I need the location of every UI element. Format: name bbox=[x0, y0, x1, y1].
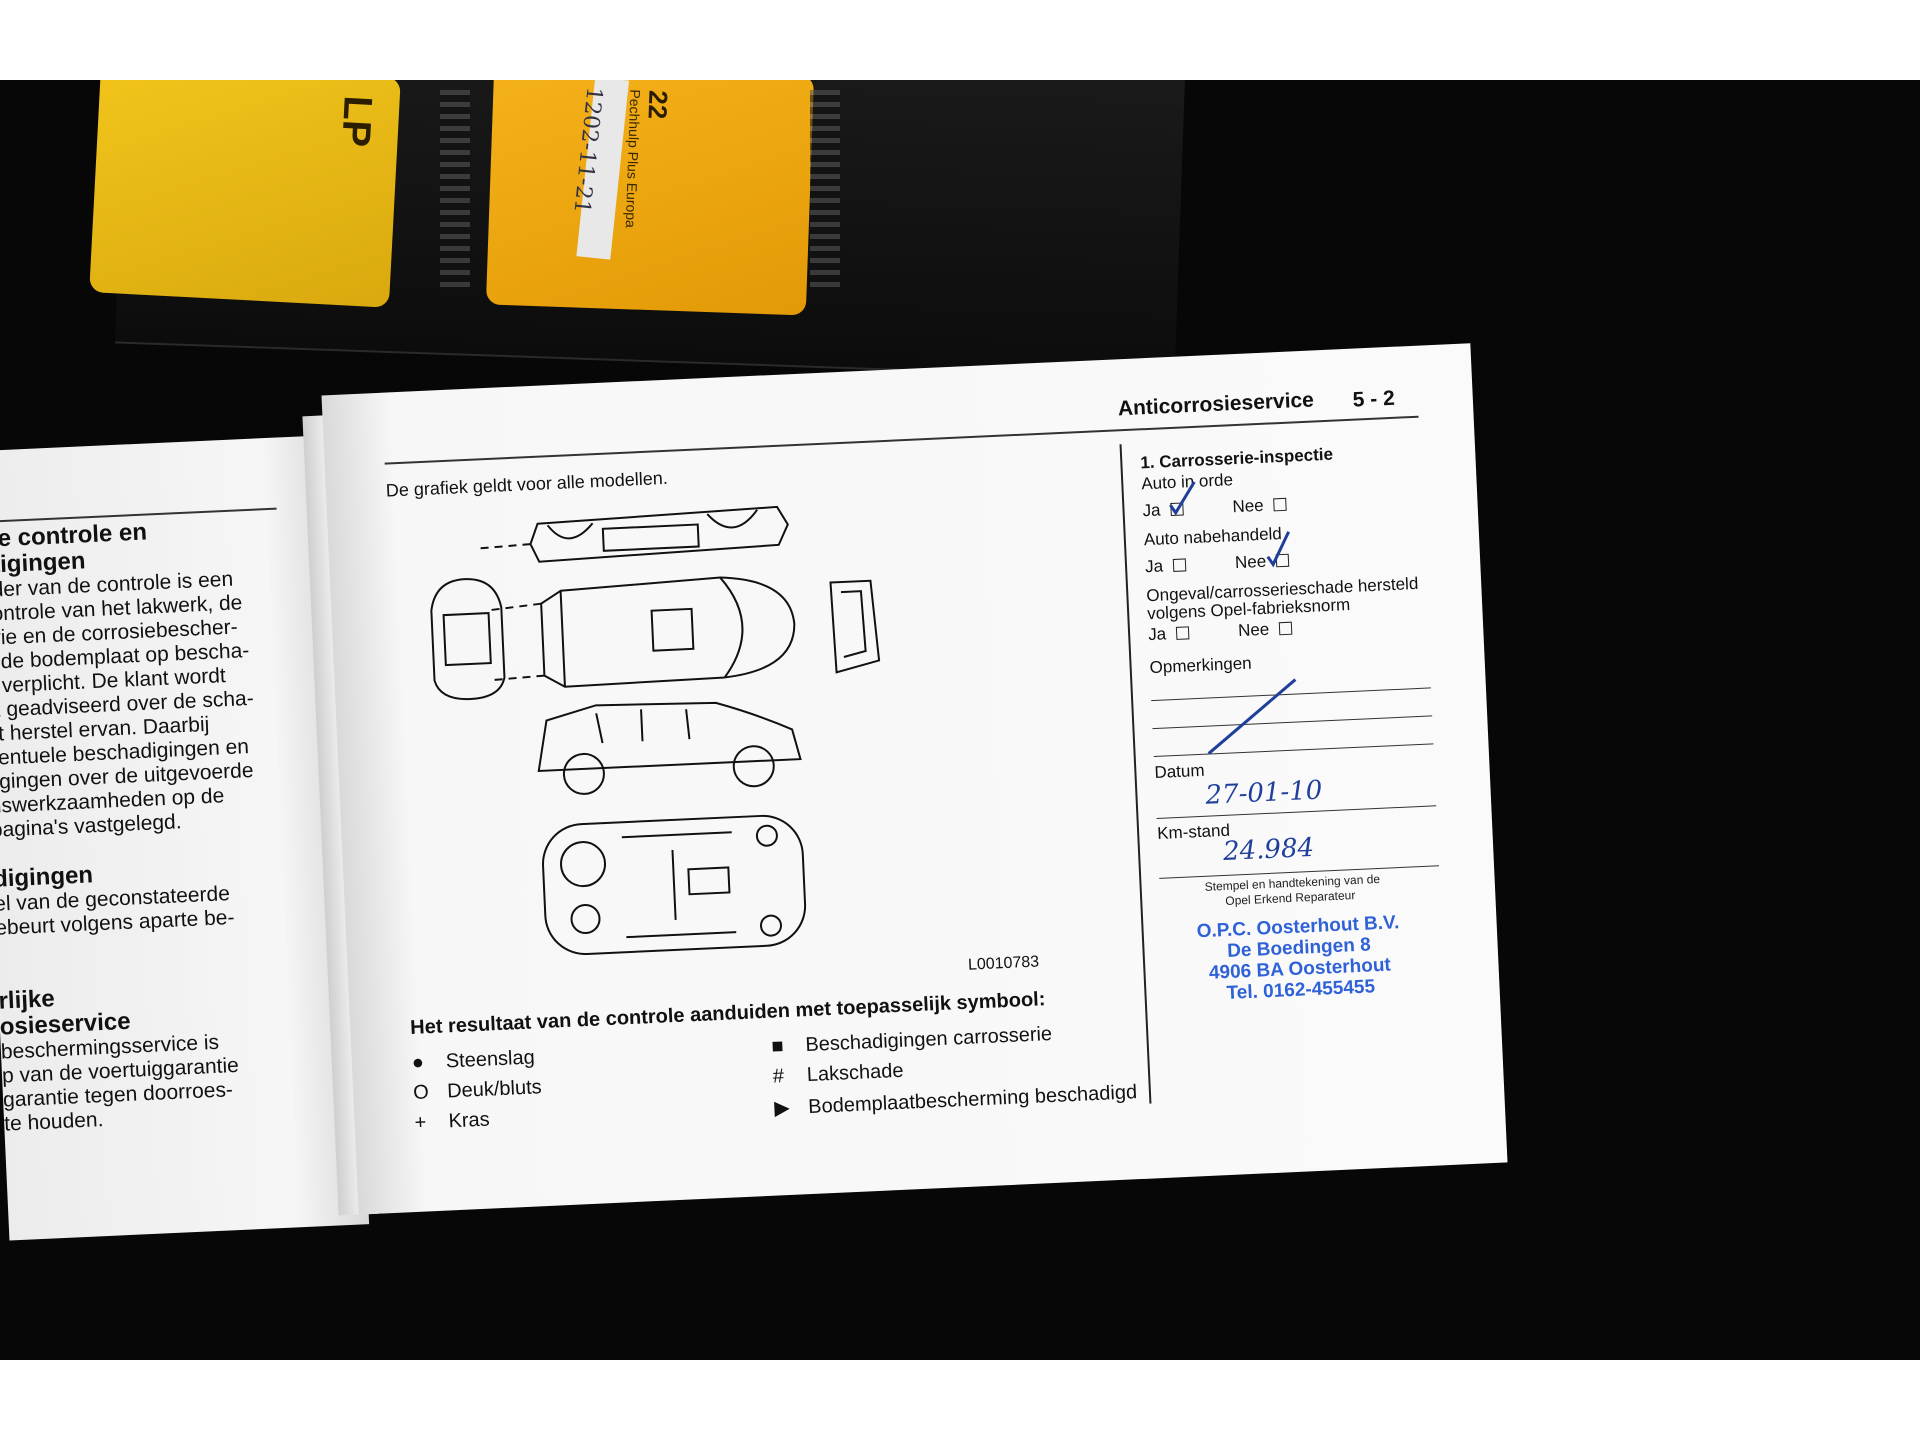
legend-item: +Kras bbox=[414, 1108, 491, 1134]
card-text: LP bbox=[333, 94, 380, 148]
tick-mark bbox=[1169, 481, 1196, 516]
page-number: 5 - 2 bbox=[1352, 386, 1396, 412]
form-section-title: 1. Carrosserie-inspectie bbox=[1139, 444, 1334, 473]
binder-spiral bbox=[440, 90, 470, 290]
page-header-title: Anticorrosieservice bbox=[1117, 388, 1315, 421]
legend-item: ■Beschadigingen carrosserie bbox=[770, 1022, 1053, 1058]
km-handwriting: 24.984 bbox=[1222, 832, 1315, 867]
date-handwriting: 27-01-10 bbox=[1204, 775, 1323, 811]
remarks-strike bbox=[1207, 678, 1297, 755]
card-text: 22 bbox=[642, 89, 674, 120]
drawing-code: L0010783 bbox=[967, 953, 1040, 974]
binder-spiral bbox=[810, 90, 840, 290]
orange-card: 22 Pechhulp Plus Europa 1202-11-21 bbox=[485, 80, 815, 316]
tick-mark bbox=[1266, 531, 1291, 568]
legend-item: ●Steenslag bbox=[411, 1046, 536, 1075]
legend-item: #Lakschade bbox=[772, 1059, 904, 1088]
left-page-line bbox=[0, 950, 327, 965]
dealer-stamp: O.P.C. Oosterhout B.V. De Boedingen 8 49… bbox=[1196, 912, 1400, 1004]
handwritten-ticks bbox=[1169, 481, 1297, 755]
photo: LP 22 Pechhulp Plus Europa 1202-11-21 el… bbox=[0, 80, 1920, 1360]
car-front-view bbox=[829, 579, 881, 674]
car-top-view bbox=[491, 576, 796, 688]
right-page: Anticorrosieservice 5 - 2 De grafiek gel… bbox=[321, 343, 1508, 1215]
yellow-card: LP bbox=[89, 80, 401, 308]
date-line bbox=[1156, 805, 1437, 819]
car-underbody-view bbox=[542, 814, 807, 956]
car-side-view bbox=[537, 701, 802, 795]
car-diagram bbox=[430, 505, 881, 956]
km-label: Km-stand bbox=[1156, 820, 1231, 843]
car-rear-view bbox=[430, 578, 506, 701]
car-roof-view bbox=[478, 505, 789, 563]
